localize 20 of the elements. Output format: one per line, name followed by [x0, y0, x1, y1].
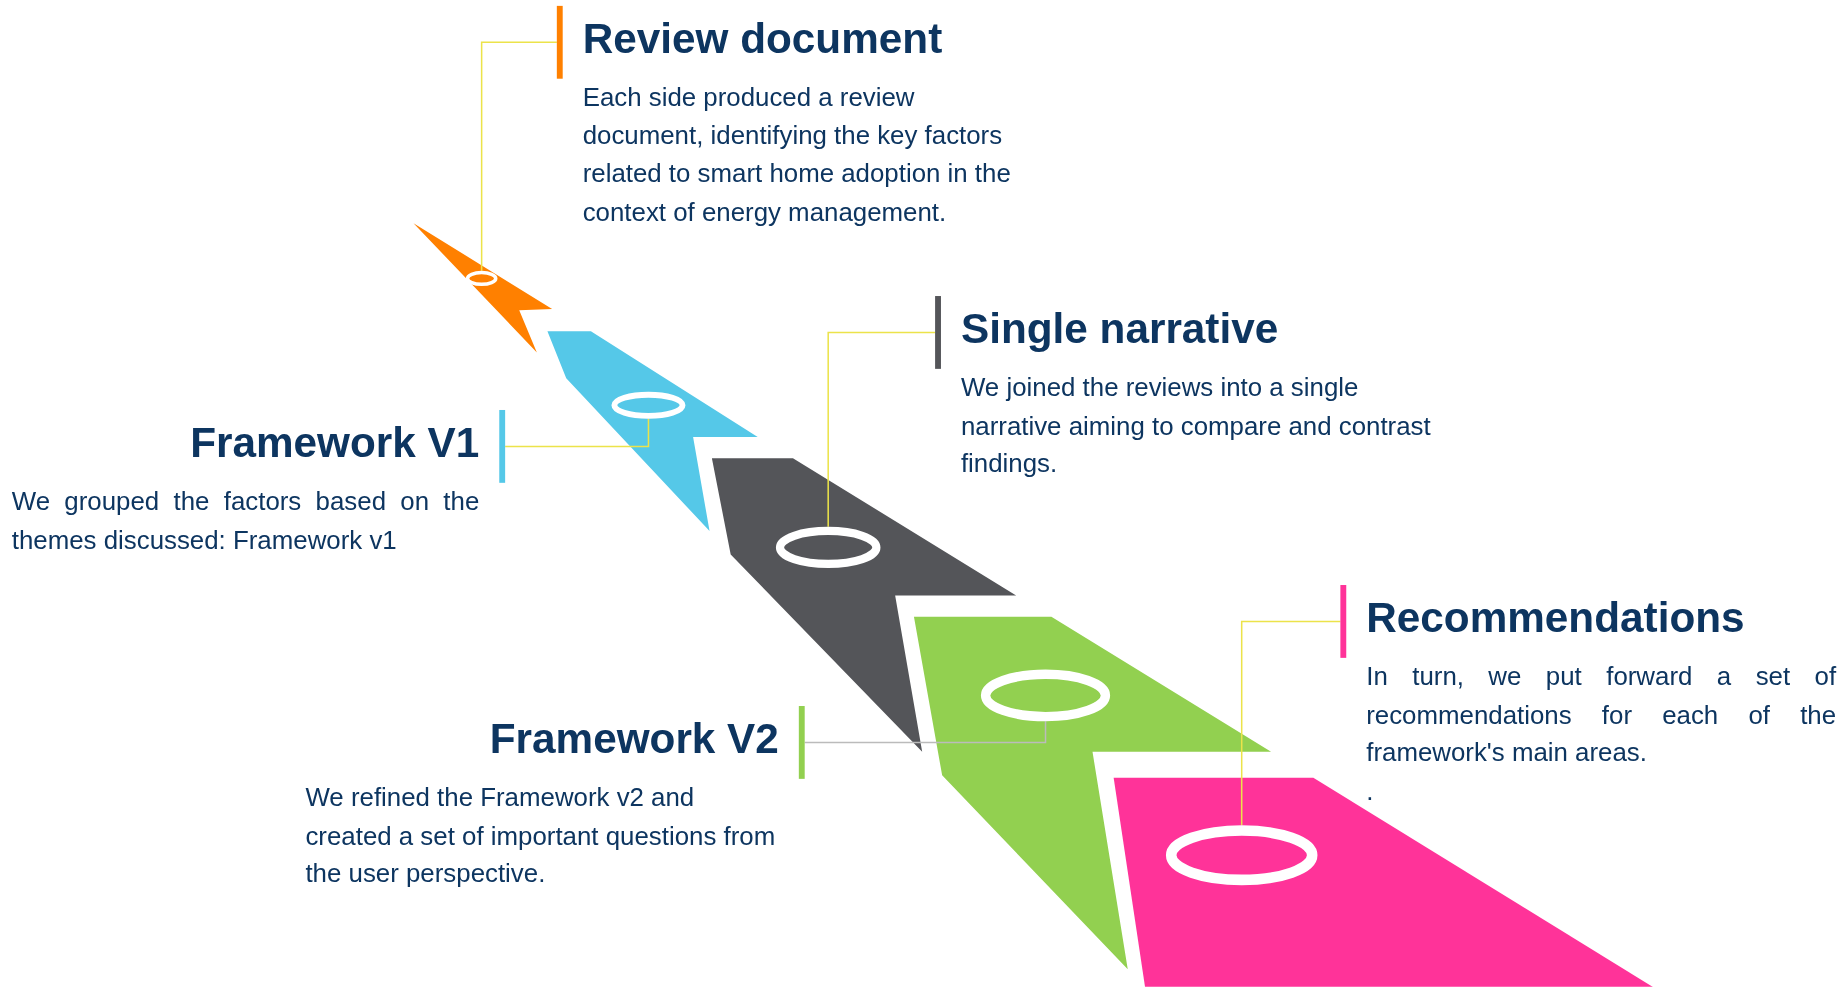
leader-line [504, 418, 650, 448]
ring-marker [775, 526, 881, 568]
description-text: We grouped the factors based on the themes discussed: Framework v1 [11, 485, 480, 556]
description-text: . [1366, 774, 1375, 808]
description-text: We joined the reviews into a single narrative aiming to compare and contrast findings. [960, 371, 1432, 481]
description-text: In turn, we put forward a set of recommendations for each of the framework's main areas. [1366, 660, 1837, 770]
ring-marker [465, 270, 498, 287]
step-heading: Framework V2 [488, 713, 779, 765]
step-heading: Framework V1 [189, 417, 480, 469]
leader-line [1240, 620, 1342, 826]
step-heading: Single narrative [960, 303, 1280, 355]
ring-marker [1165, 825, 1318, 886]
leader-line [827, 331, 936, 528]
step-heading: Review document [582, 13, 944, 65]
ring-marker [611, 391, 686, 419]
leader-line [803, 720, 1047, 744]
step-heading: Recommendations [1366, 592, 1746, 644]
description-text: We refined the Framework v2 and created a set of important questions from the user perspective. [305, 781, 777, 891]
ring-marker [980, 669, 1111, 722]
description-text: Each side produced a review document, identifying the key factors related to smart home adoption in the context of energy management. [582, 81, 1012, 229]
